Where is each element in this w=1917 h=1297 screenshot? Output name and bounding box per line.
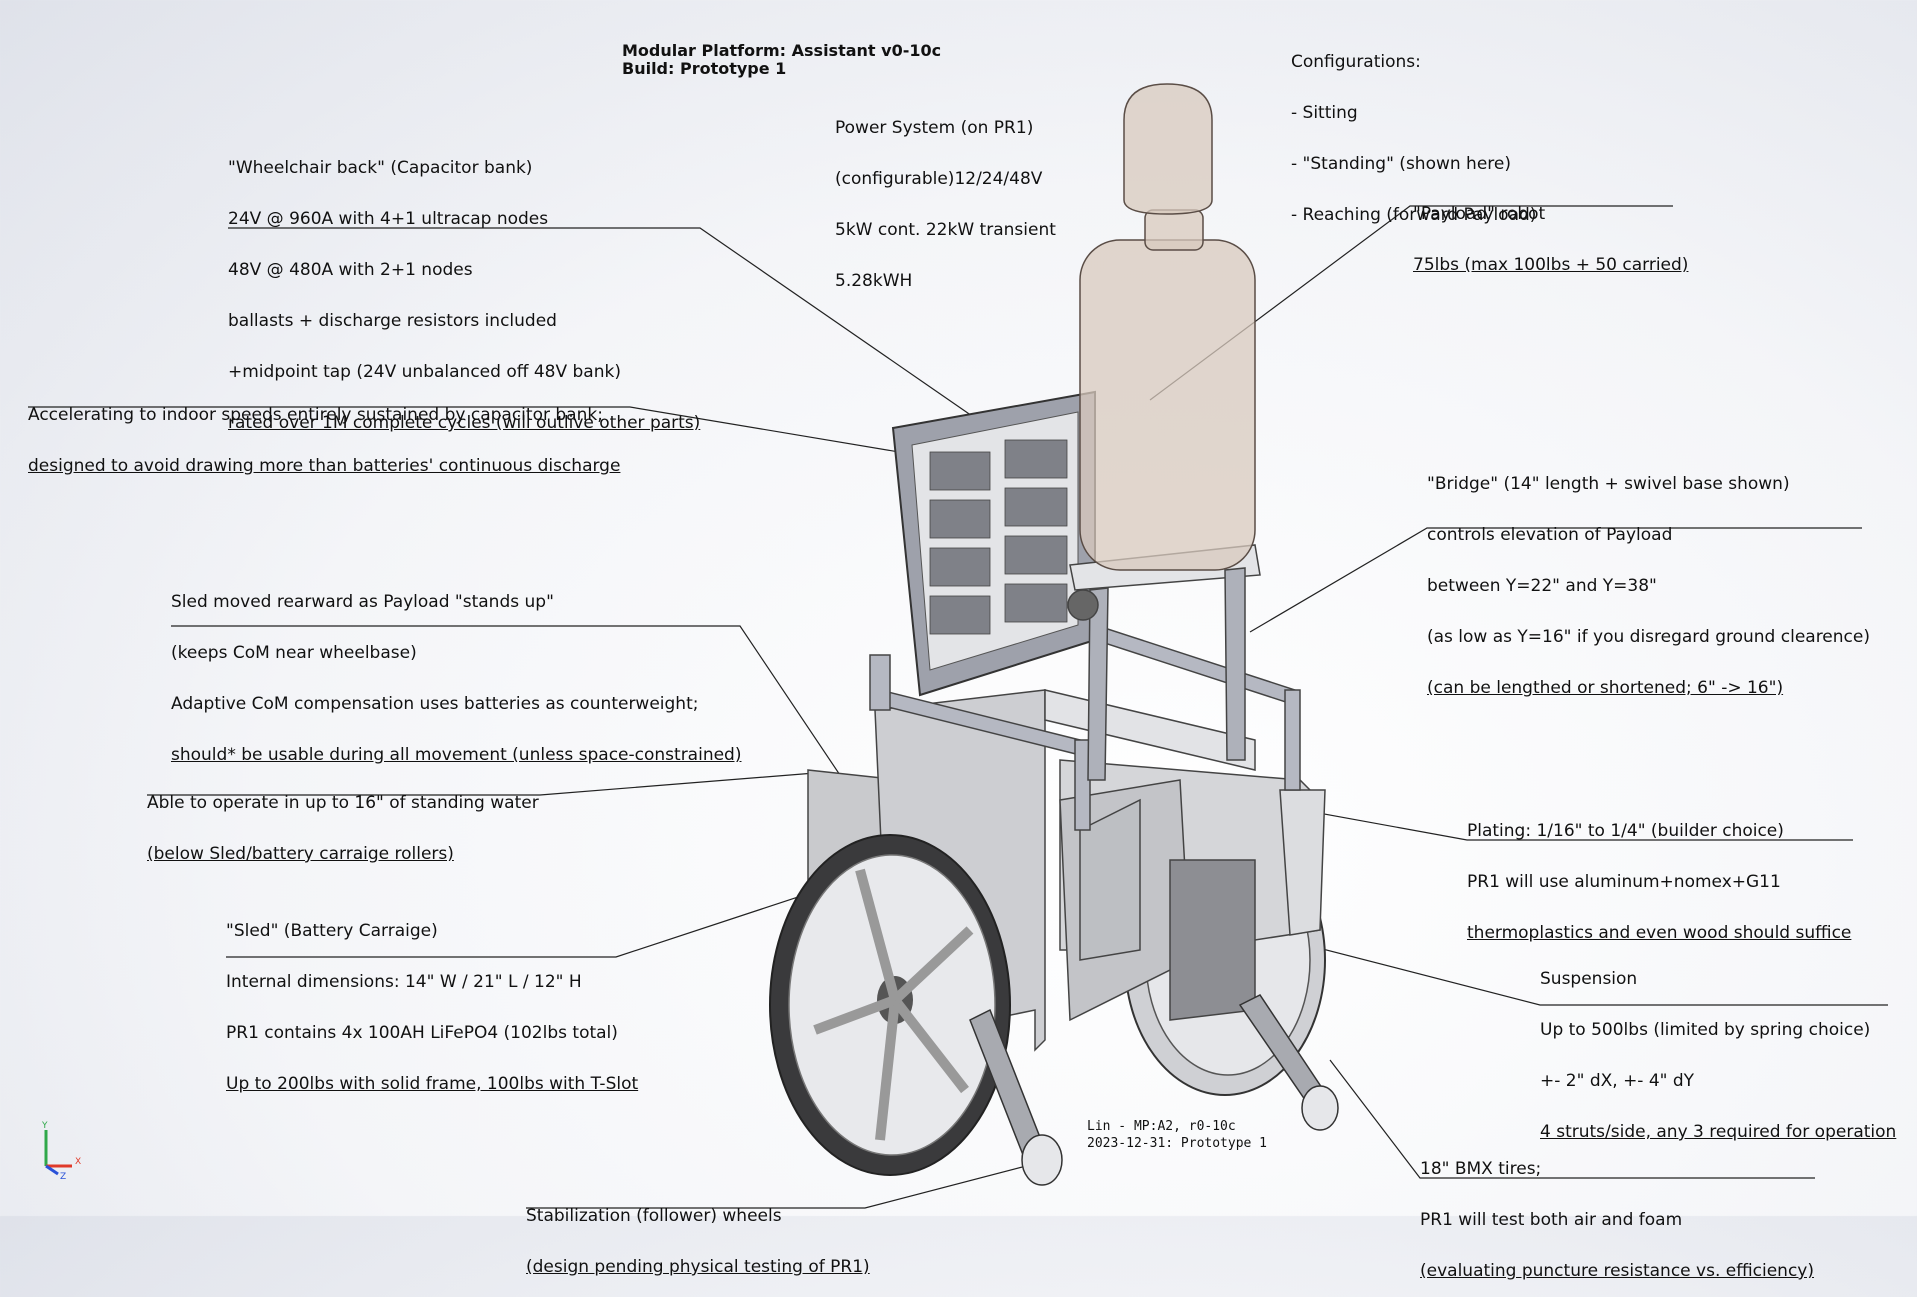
note-line: "Bridge" (14" length + swivel base shown… (1427, 474, 1790, 494)
note-line: Stabilization (follower) wheels (526, 1206, 782, 1226)
note-line: 75lbs (max 100lbs + 50 carried) (1413, 255, 1689, 275)
note-line: 4 struts/side, any 3 required for operat… (1540, 1122, 1897, 1142)
note-line: - "Standing" (shown here) (1291, 154, 1511, 174)
note-line: controls elevation of Payload (1427, 525, 1673, 545)
note-wheelchair-back: "Wheelchair back" (Capacitor bank) 24V @… (228, 126, 700, 449)
note-line: ballasts + discharge resistors included (228, 311, 557, 331)
note-line: "Wheelchair back" (Capacitor bank) (228, 158, 533, 178)
note-line: "Sled" (Battery Carraige) (226, 921, 438, 941)
note-line: - Sitting (1291, 103, 1358, 123)
note-line: between Y=22" and Y=38" (1427, 576, 1657, 596)
note-line: 48V @ 480A with 2+1 nodes (228, 260, 473, 280)
leader-lines (28, 205, 1888, 1209)
note-power-system: Power System (on PR1) (configurable)12/2… (835, 86, 1056, 307)
title-line-2: Build: Prototype 1 (622, 59, 787, 78)
note-sled: "Sled" (Battery Carraige) Internal dimen… (226, 889, 638, 1110)
z-axis-label: Z (60, 1172, 66, 1180)
leader-tires (1329, 1059, 1815, 1179)
note-line: (evaluating puncture resistance vs. effi… (1420, 1261, 1814, 1281)
payload-robot (1079, 83, 1256, 571)
note-line: - Reaching (forward Payload) (1291, 205, 1537, 225)
note-line: Internal dimensions: 14" W / 21" L / 12"… (226, 972, 582, 992)
note-line: Adaptive CoM compensation uses batteries… (171, 694, 699, 714)
leader-bridge (1249, 527, 1862, 633)
note-line: +midpoint tap (24V unbalanced off 48V ba… (228, 362, 621, 382)
note-line: +- 2" dX, +- 4" dY (1540, 1071, 1695, 1091)
note-stabilization: Stabilization (follower) wheels (design … (526, 1174, 870, 1293)
note-line: "Payload" robot (1413, 204, 1546, 224)
drawing-stamp: Lin - MP:A2, r0-10c 2023-12-31: Prototyp… (1087, 1118, 1267, 1152)
note-line: Accelerating to indoor speeds entirely s… (28, 405, 603, 425)
note-line: (configurable)12/24/48V (835, 169, 1043, 189)
note-line: designed to avoid drawing more than batt… (28, 456, 621, 476)
note-line: (below Sled/battery carraige rollers) (147, 844, 454, 864)
cad-render (28, 83, 1888, 1209)
note-line: 5kW cont. 22kW transient (835, 220, 1056, 240)
note-line: Up to 500lbs (limited by spring choice) (1540, 1020, 1871, 1040)
note-line: Suspension (1540, 969, 1638, 989)
note-bridge: "Bridge" (14" length + swivel base shown… (1427, 442, 1870, 714)
note-line: (design pending physical testing of PR1) (526, 1257, 870, 1277)
note-tires: 18" BMX tires; PR1 will test both air an… (1420, 1127, 1814, 1297)
note-configurations: Configurations: - Sitting - "Standing" (… (1291, 20, 1536, 241)
note-line: rated over 1M complete cycles (will outl… (228, 413, 701, 433)
note-line: (keeps CoM near wheelbase) (171, 643, 417, 663)
note-line: Plating: 1/16" to 1/4" (builder choice) (1467, 821, 1784, 841)
leader-water (147, 772, 816, 796)
note-line: should* be usable during all movement (u… (171, 745, 742, 765)
z-axis-arrow (45, 1164, 59, 1176)
leader-stabilization (526, 1164, 1031, 1209)
note-line: 18" BMX tires; (1420, 1159, 1542, 1179)
note-line: 5.28kWH (835, 271, 913, 291)
frame-rails (869, 618, 1301, 831)
note-accelerating: Accelerating to indoor speeds entirely s… (28, 373, 620, 492)
drawing-title: Modular Platform: Assistant v0-10c Build… (622, 42, 941, 78)
note-line: (as low as Y=16" if you disregard ground… (1427, 627, 1870, 647)
x-axis-label: X (75, 1157, 81, 1167)
note-line: PR1 contains 4x 100AH LiFePO4 (102lbs to… (226, 1023, 618, 1043)
note-plating: Plating: 1/16" to 1/4" (builder choice) … (1467, 789, 1851, 959)
note-line: (can be lengthed or shortened; 6" -> 16"… (1427, 678, 1784, 698)
note-line: Able to operate in up to 16" of standing… (147, 793, 539, 813)
leader-sled-moved (171, 625, 851, 791)
note-payload-robot: "Payload" robot 75lbs (max 100lbs + 50 c… (1413, 172, 1688, 291)
stamp-line-2: 2023-12-31: Prototype 1 (1087, 1136, 1268, 1151)
axis-triad-icon: Y X Z (41, 1121, 81, 1180)
note-line: Sled moved rearward as Payload "stands u… (171, 592, 554, 612)
note-sled-moved: Sled moved rearward as Payload "stands u… (171, 560, 741, 781)
leader-accelerating (28, 406, 936, 459)
capacitor-bank (891, 390, 1096, 697)
front-wheel (769, 834, 1011, 1176)
y-axis-label: Y (41, 1121, 48, 1131)
note-suspension: Suspension Up to 500lbs (limited by spri… (1540, 937, 1896, 1158)
stamp-line-1: Lin - MP:A2, r0-10c (1087, 1119, 1236, 1134)
note-line: PR1 will test both air and foam (1420, 1210, 1683, 1230)
follower-wheels (969, 994, 1339, 1186)
note-line: 24V @ 960A with 4+1 ultracap nodes (228, 209, 549, 229)
note-standing-water: Able to operate in up to 16" of standing… (147, 761, 539, 880)
note-line: Power System (on PR1) (835, 118, 1034, 138)
note-line: Up to 200lbs with solid frame, 100lbs wi… (226, 1074, 639, 1094)
note-line: thermoplastics and even wood should suff… (1467, 923, 1852, 943)
leader-wheelchair-back (228, 227, 976, 419)
note-line: PR1 will use aluminum+nomex+G11 (1467, 872, 1781, 892)
note-line: Configurations: (1291, 52, 1421, 72)
title-line-1: Modular Platform: Assistant v0-10c (622, 41, 942, 60)
leader-sled (226, 869, 881, 958)
